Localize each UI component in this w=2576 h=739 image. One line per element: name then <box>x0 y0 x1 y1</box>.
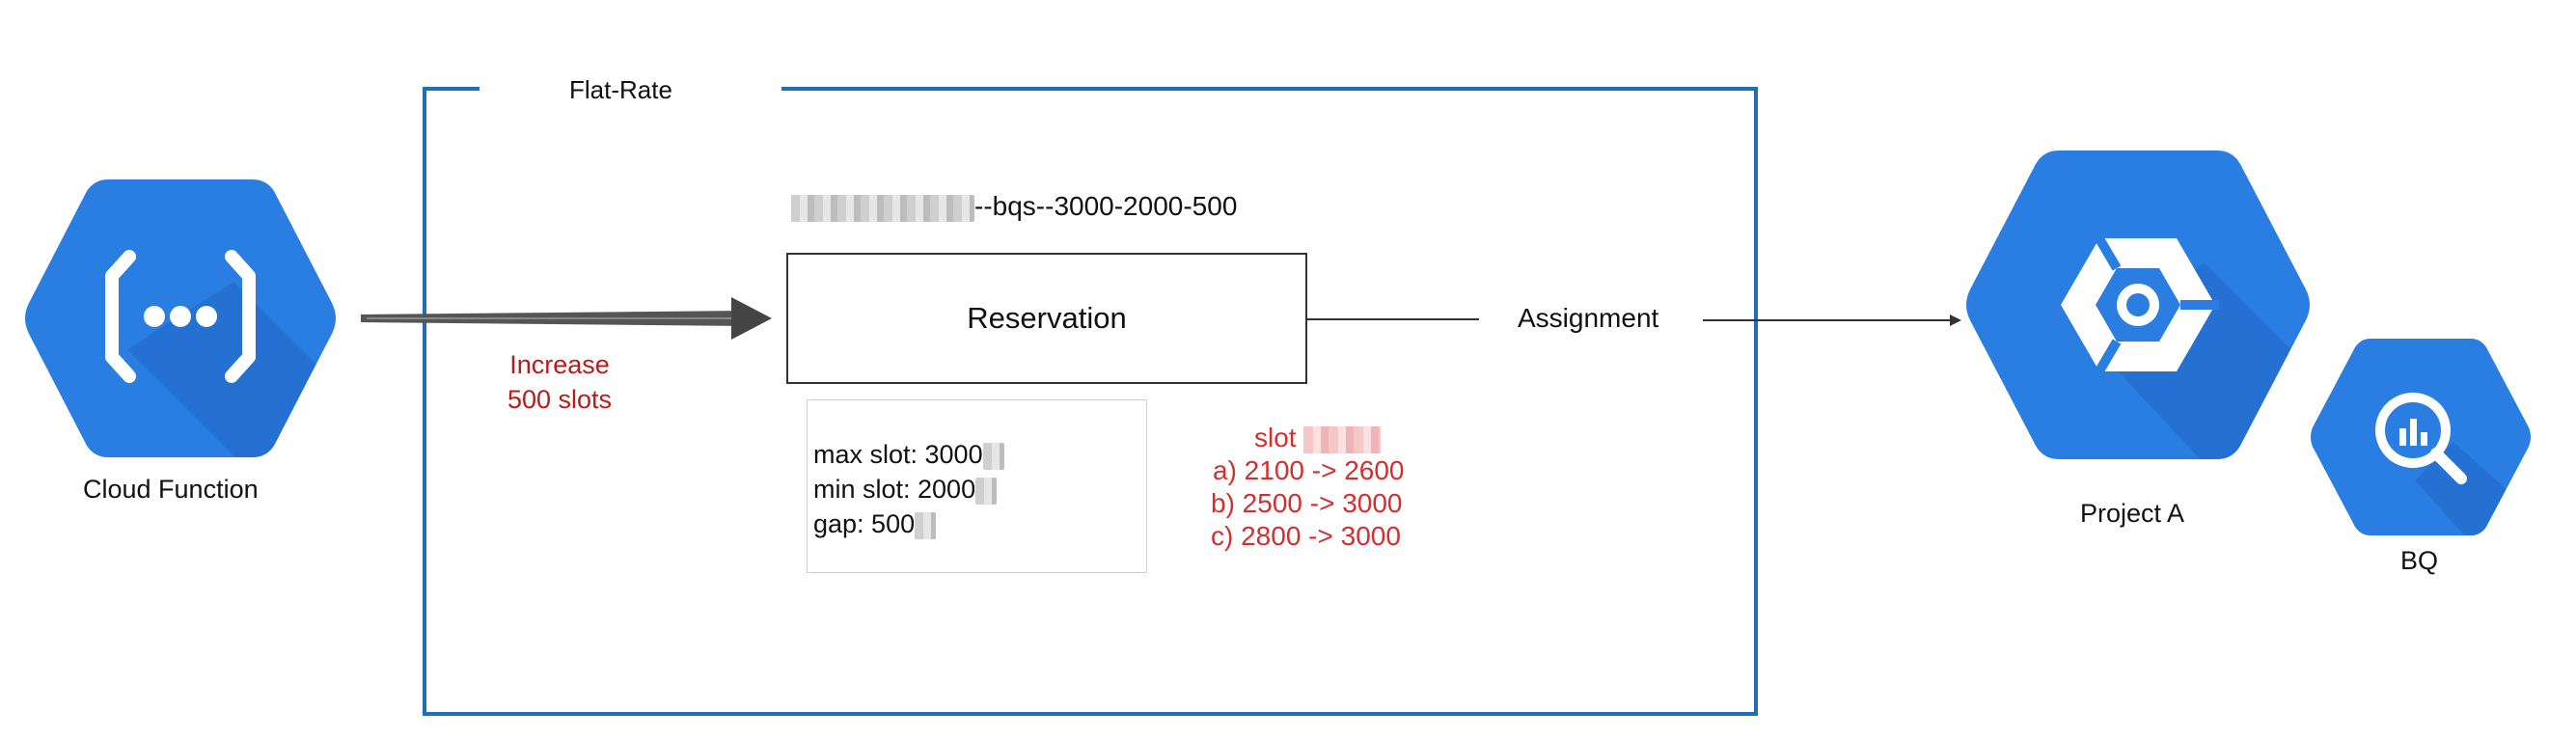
redacted-mark <box>1303 425 1382 453</box>
assignment-label: Assignment <box>1518 303 1659 333</box>
slot-notes-title-row: slot <box>1211 422 1405 454</box>
increase-arrow <box>361 297 772 340</box>
flat-rate-title: Flat-Rate <box>569 75 672 104</box>
increase-label: Increase 500 slots <box>502 347 617 417</box>
min-slot-text: min slot: 2000 <box>813 475 976 504</box>
slot-note-a: a) 2100 -> 2600 <box>1213 455 1405 485</box>
max-slot-row: max slot: 3000 <box>813 437 1146 472</box>
project-label: Project A <box>2080 499 2185 528</box>
slot-note-c: c) 2800 -> 3000 <box>1211 521 1401 551</box>
slot-notes: slot a) 2100 -> 2600 b) 2500 -> 3000 c) … <box>1211 422 1405 553</box>
increase-line2: 500 slots <box>507 385 613 414</box>
slot-notes-title: slot <box>1254 423 1297 452</box>
assignment-arrow <box>1703 315 1961 326</box>
slot-config-box: max slot: 3000 min slot: 2000 gap: 500 <box>807 399 1147 573</box>
reservation-box[interactable]: Reservation <box>786 253 1307 384</box>
connector-line <box>1307 318 1479 320</box>
redacted-prefix <box>791 194 974 222</box>
cloud-function-icon[interactable] <box>21 176 340 461</box>
gap-row: gap: 500 <box>813 506 1146 541</box>
redacted-mark <box>915 511 937 539</box>
slot-note-b: b) 2500 -> 3000 <box>1211 488 1403 518</box>
redacted-mark <box>982 442 1004 470</box>
bq-label: BQ <box>2400 546 2439 575</box>
min-slot-row: min slot: 2000 <box>813 472 1146 506</box>
cloud-function-label: Cloud Function <box>83 475 259 504</box>
gap-text: gap: 500 <box>813 509 916 538</box>
reservation-name: --bqs--3000-2000-500 <box>791 191 1237 222</box>
increase-line1: Increase <box>509 350 610 379</box>
redacted-mark <box>975 477 998 505</box>
reservation-name-suffix: --bqs--3000-2000-500 <box>974 191 1238 221</box>
max-slot-text: max slot: 3000 <box>813 440 983 469</box>
reservation-label: Reservation <box>967 301 1127 335</box>
project-icon[interactable] <box>1962 147 2314 463</box>
bigquery-icon[interactable] <box>2309 336 2533 538</box>
